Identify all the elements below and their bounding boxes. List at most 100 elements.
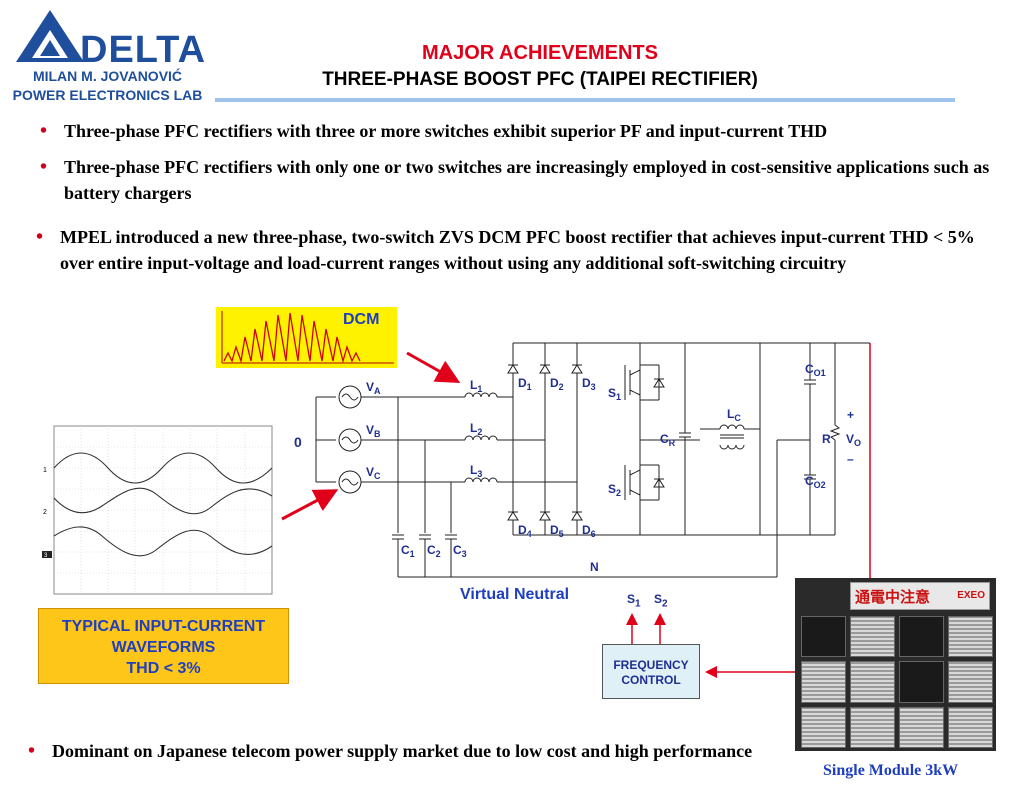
vout-sub: O <box>854 438 861 448</box>
svg-text:C3: C3 <box>453 543 467 559</box>
waveform-phase-b <box>53 487 273 515</box>
inductor-1-label: L <box>470 378 477 392</box>
waveform-box-line2: WAVEFORMS <box>111 639 216 656</box>
diode-2-sub: 2 <box>559 382 564 392</box>
bullet-4-text: Dominant on Japanese telecom power suppl… <box>52 741 753 761</box>
ground-label: 0 <box>294 434 302 450</box>
svg-text:CO2: CO2 <box>805 474 826 490</box>
svg-text:VB: VB <box>366 423 381 439</box>
module-unit <box>948 616 993 658</box>
vout-minus: – <box>847 452 854 466</box>
cap-3-sub: 3 <box>462 549 467 559</box>
scope-marker-3: 3 <box>44 553 48 559</box>
bullet-2-text: Three-phase PFC rectifiers with only one… <box>64 157 990 203</box>
photo-banner: 通電中注意 EXEO <box>850 582 990 610</box>
title-divider <box>215 98 955 102</box>
scope-marker-1: 1 <box>43 467 47 474</box>
bullet-dot: • <box>36 226 44 248</box>
module-grid <box>801 616 993 748</box>
delta-logo-text: DELTA <box>80 29 205 71</box>
diode-3-sub: 3 <box>591 382 596 392</box>
inductor-3-sub: 3 <box>477 469 482 479</box>
switch-1-label: S <box>608 386 616 400</box>
source-c-label: V <box>366 465 374 479</box>
waveform-box-line3: THD < 3% <box>126 660 201 677</box>
waveform-phase-a <box>53 452 273 484</box>
bullet-4: • Dominant on Japanese telecom power supp… <box>28 735 772 767</box>
svg-text:D5: D5 <box>550 523 564 539</box>
delta-logo: DELTA <box>16 10 205 71</box>
dcm-waveform <box>221 311 394 364</box>
svg-text:D4: D4 <box>518 523 532 539</box>
vout-label: V <box>846 432 854 446</box>
page-title: MAJOR ACHIEVEMENTS <box>422 42 658 64</box>
module-unit <box>948 706 993 748</box>
svg-text:L1: L1 <box>470 378 482 394</box>
bullet-dot: • <box>40 120 48 142</box>
inductor-2-sub: 2 <box>477 427 482 437</box>
module-photo: 通電中注意 EXEO <box>795 578 996 751</box>
module-unit <box>850 616 895 658</box>
cap-o1-sub: O1 <box>814 368 826 378</box>
svg-text:L2: L2 <box>470 421 482 437</box>
photo-banner-brand: EXEO <box>957 590 985 601</box>
svg-text:D2: D2 <box>550 376 564 392</box>
module-unit <box>948 661 993 703</box>
bullet-3-text: MPEL introduced a new three-phase, two-s… <box>60 227 975 273</box>
module-unit <box>899 661 944 703</box>
inductor-3-label: L <box>470 463 477 477</box>
cap-1-label: C <box>401 543 410 557</box>
neutral-node-label: N <box>590 560 599 574</box>
cap-o2-sub: O2 <box>814 480 826 490</box>
diode-4-sub: 4 <box>527 529 532 539</box>
diode-5-sub: 5 <box>559 529 564 539</box>
cap-2-sub: 2 <box>436 549 441 559</box>
cap-r-label: C <box>660 432 669 446</box>
bullet-dot: • <box>28 740 36 762</box>
module-unit <box>801 706 846 748</box>
switch-1-sub: 1 <box>616 392 621 402</box>
dcm-label: DCM <box>343 311 380 328</box>
cap-1-sub: 1 <box>410 549 415 559</box>
typical-waveforms-box: TYPICAL INPUT-CURRENT WAVEFORMS THD < 3% <box>38 608 289 684</box>
control-s1-sub: 1 <box>635 598 641 610</box>
cap-o1-label: C <box>805 362 814 376</box>
svg-text:S1: S1 <box>608 386 621 402</box>
freq-box-line1: FREQUENCY <box>613 658 689 672</box>
source-c-sub: C <box>374 471 381 481</box>
svg-text:VC: VC <box>366 465 381 481</box>
switch-2-label: S <box>608 482 616 496</box>
source-a-sub: A <box>374 386 381 396</box>
waveform-box-line1: TYPICAL INPUT-CURRENT <box>61 618 266 635</box>
frequency-control-box: FREQUENCY CONTROL <box>602 644 700 699</box>
circuit-schematic: 0 VA VB VC L1 L2 L3 D1 D2 D3 D4 D5 D6 C1… <box>294 342 871 590</box>
module-unit <box>899 706 944 748</box>
cap-o2-label: C <box>805 474 814 488</box>
diode-5-label: D <box>550 523 559 537</box>
source-b-label: V <box>366 423 374 437</box>
diode-3-label: D <box>582 376 591 390</box>
svg-text:CO1: CO1 <box>805 362 826 378</box>
diode-6-sub: 6 <box>591 529 596 539</box>
svg-text:VA: VA <box>366 380 381 396</box>
cap-3-label: C <box>453 543 462 557</box>
lab-name: MILAN M. JOVANOVIĆ <box>32 68 183 84</box>
scope-marker-2: 2 <box>43 509 47 516</box>
module-unit <box>801 661 846 703</box>
svg-text:C1: C1 <box>401 543 415 559</box>
bullet-1-text: Three-phase PFC rectifiers with three or… <box>64 121 828 141</box>
diode-4-label: D <box>518 523 527 537</box>
svg-text:C2: C2 <box>427 543 441 559</box>
bullet-2: • Three-phase PFC rectifiers with only on… <box>40 154 1014 206</box>
svg-text:LC: LC <box>727 407 741 423</box>
diode-1-label: D <box>518 376 527 390</box>
inductor-1-sub: 1 <box>477 384 482 394</box>
module-unit <box>850 706 895 748</box>
inductor-2-label: L <box>470 421 477 435</box>
bullet-dot: • <box>40 156 48 178</box>
photo-banner-text: 通電中注意 <box>855 588 931 606</box>
dcm-waveform-box <box>216 307 397 368</box>
control-s1-label: S1 <box>627 592 641 609</box>
lab-subtitle: POWER ELECTRONICS LAB <box>12 87 203 103</box>
vout-plus: + <box>847 408 854 422</box>
